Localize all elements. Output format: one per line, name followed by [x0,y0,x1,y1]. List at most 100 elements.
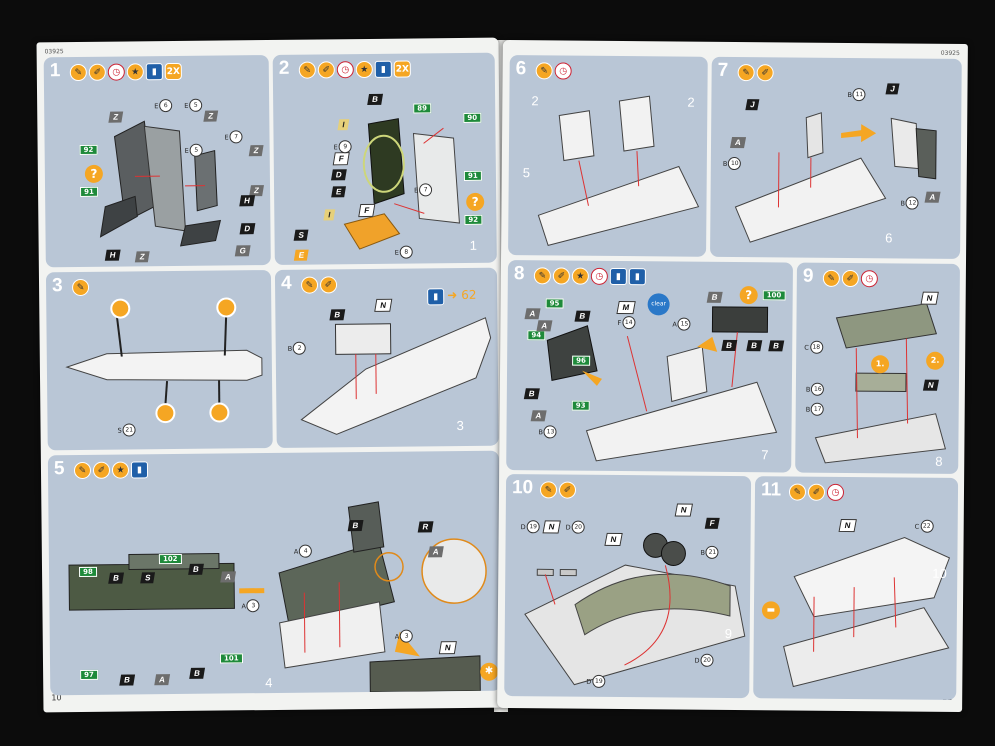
paint-pot-icon: ▮ [427,288,445,306]
ejection-seats-drawing [537,95,700,246]
page-code: 03925 [940,49,960,57]
substep-2: 2. [926,351,945,370]
reference-page: 62 [461,287,477,303]
decal-number: 97 [80,669,98,681]
fuselage-drawing [65,297,263,424]
part-label: D [330,169,347,181]
part-label: Z [134,251,150,263]
part-label: A [530,410,547,422]
question-icon: ? [739,286,758,305]
instrument-panels-drawing [546,306,778,462]
part-label: B [721,339,738,352]
part-label: F [358,203,376,218]
part-label: F [332,152,350,166]
decal-number: 95 [545,298,564,309]
part-label: B [108,572,124,584]
decal-number: 98 [79,566,97,578]
assembly-number: 6 [885,230,893,246]
part-label: S [140,572,156,584]
assembly-number: 9 [724,625,733,642]
intake-assembly-drawing [524,532,746,686]
part-label: B [706,291,723,303]
part-label: B [523,388,540,400]
part-label: R [417,521,434,533]
question-icon: ? [466,192,485,211]
decal-number: 94 [527,330,546,341]
part-label: H [239,195,255,207]
tool-icon: ▬ [761,601,781,620]
part-label: A [536,320,553,332]
part-label: B [119,674,135,686]
part-label: S [293,229,309,241]
part-label: F [704,517,720,529]
part-label: B [347,520,364,532]
part-label: H [104,249,121,261]
left-page: 03925 10 1 ✎ ✐ ◷ ★ ▮ 2X Z Z Z Z H D G H … [36,37,506,713]
part-label: A [924,191,941,203]
part-label: N [374,298,393,312]
part-label: Z [248,145,264,157]
part-label: G [234,245,251,257]
decal-number: 91 [463,170,482,181]
part-label: N [674,503,693,517]
decal-number: 96 [572,355,590,366]
arrow-icon: ➜ [447,288,458,303]
assembly-number: 8 [935,453,943,469]
substep-1: 1. [871,355,890,374]
assembly-number: 4 [265,675,273,691]
part-label: I [337,119,350,131]
fuselage-upper-drawing [783,536,951,688]
part-number: 2 [687,94,695,110]
decal-number: 90 [463,112,482,123]
part-label: Z [108,111,124,123]
decal-number: 92 [79,144,98,155]
right-page: 03925 11 6 ✎ ◷ 2 2 5 7 ✎ ✐ [497,39,968,713]
part-number: 2 [531,93,539,109]
assembly-number: 3 [456,417,464,434]
assembly-number: 10 [932,565,947,581]
decal-number: 91 [80,186,98,197]
step-6-panel: 6 ✎ ◷ 2 2 5 [508,55,708,257]
part-label: N [920,291,939,305]
nose-section-drawing [300,317,492,435]
decal-number: 92 [464,214,483,225]
decal-number: 89 [413,103,432,114]
part-label: N [604,532,623,547]
part-label: M [616,301,636,315]
part-label: J [885,83,900,95]
part-label: B [574,310,591,322]
decal-number: 101 [219,653,243,664]
assembly-number: 5 [522,165,531,181]
part-label: E [293,249,310,261]
part-label: A [154,674,170,686]
part-label: B [188,563,204,575]
assembly-number: 7 [761,447,769,463]
